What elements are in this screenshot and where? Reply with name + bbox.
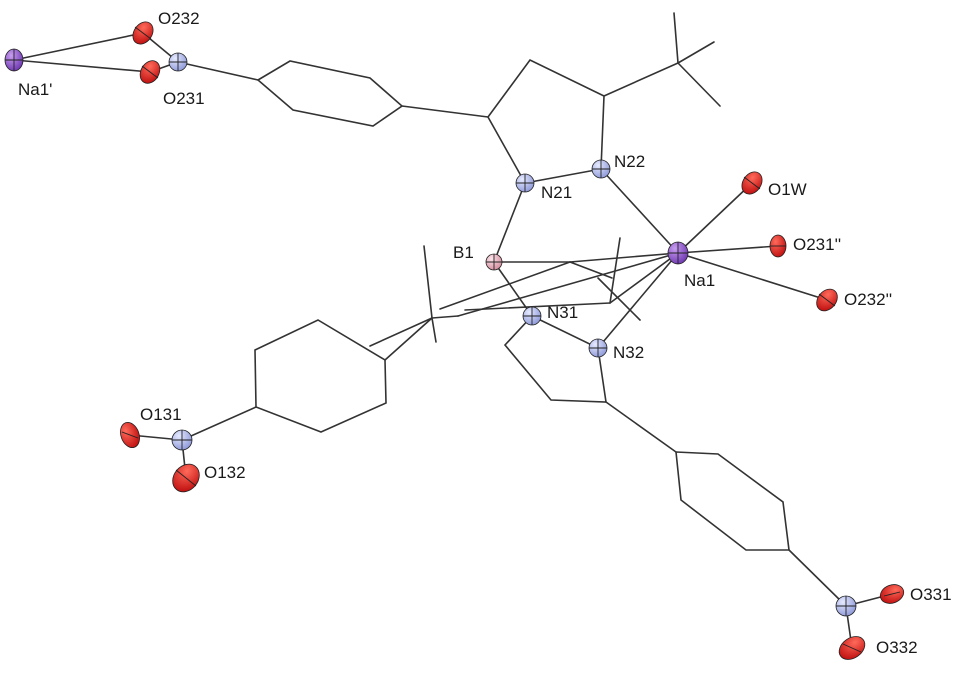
label-o132: O132	[204, 463, 246, 482]
back-bond-a	[439, 261, 571, 310]
label-n32: N32	[613, 343, 644, 362]
label-o1w: O1W	[768, 180, 807, 199]
label-n31: N31	[547, 303, 578, 322]
atom-o231-top	[139, 60, 161, 84]
bond-na1p-o231	[13, 59, 151, 73]
atom-o1w	[741, 171, 763, 195]
label-b1: B1	[453, 243, 474, 262]
phenyl-ring-3	[675, 451, 790, 551]
atom-na1-prime	[4, 48, 24, 72]
back-bond-d	[609, 252, 679, 304]
bond-na1-o1w	[677, 182, 753, 254]
tbu-mid-1	[423, 245, 433, 319]
tbu-top-1	[673, 12, 679, 64]
label-o232-pp: O232''	[844, 290, 892, 309]
back-bond-f	[569, 261, 613, 279]
atom-n32	[588, 338, 608, 358]
atom-n-nitro-bottom	[835, 595, 857, 617]
tbu-mid-4	[431, 315, 459, 319]
tbu-mid-2	[431, 317, 437, 343]
atom-b1	[485, 253, 503, 271]
back-bond-b	[457, 252, 679, 317]
phenyl-ring-2	[256, 60, 404, 127]
atom-n22	[591, 159, 611, 179]
atom-o131	[120, 422, 140, 448]
atom-n-nitro-left	[171, 429, 193, 451]
bond-na1p-o232	[13, 32, 144, 61]
pyrazole-ring-3	[503, 315, 607, 403]
atom-o132	[172, 463, 200, 493]
bond-n22-na1	[600, 168, 679, 254]
atom-n31	[522, 306, 542, 326]
bond-ring3-n	[788, 549, 847, 607]
label-n21: N21	[541, 183, 572, 202]
bond-ring1-n	[181, 406, 257, 441]
tbu-top-3	[677, 62, 721, 107]
atom-o232-top	[132, 21, 154, 45]
atom-o231-pp	[769, 234, 787, 258]
bond-na1-o232pp	[677, 252, 828, 301]
back-bond-g	[597, 277, 641, 321]
atom-n-nitro-top	[168, 52, 188, 72]
label-o231-top: O231	[163, 89, 205, 108]
bond-n32-na1	[597, 252, 679, 349]
phenyl-ring-1	[254, 319, 387, 433]
bond-n-ring2	[177, 61, 259, 81]
label-o231-pp: O231''	[793, 235, 841, 254]
atom-o232-pp	[816, 288, 838, 312]
tbu-mid-3	[369, 317, 433, 347]
label-o232-top: O232	[158, 9, 200, 28]
atoms	[4, 21, 905, 660]
bonds	[13, 12, 893, 649]
label-o131: O131	[140, 405, 182, 424]
tbu-top-2	[677, 41, 715, 64]
label-o331: O331	[910, 585, 952, 604]
atom-labels: O232 Na1' O231 N22 N21 O1W B1 O231'' Na1…	[18, 9, 952, 657]
bond-ring1-tbu	[384, 317, 433, 361]
atom-o332	[838, 636, 866, 660]
bond-c3-tbu	[603, 62, 679, 97]
pyrazole-ring-2	[487, 58, 605, 184]
label-n22: N22	[614, 152, 645, 171]
atom-na1	[667, 241, 689, 265]
bond-c5-ring3	[605, 401, 677, 453]
label-o332: O332	[876, 638, 918, 657]
atom-n21	[515, 173, 535, 193]
bond-b1-n21	[493, 182, 526, 263]
bond-na1-o231pp	[677, 245, 779, 254]
atom-o331	[879, 584, 905, 604]
label-na1: Na1	[684, 271, 715, 290]
bond-ring2-c5	[401, 105, 489, 118]
label-na1-prime: Na1'	[18, 80, 52, 99]
back-bond-c	[464, 302, 611, 311]
